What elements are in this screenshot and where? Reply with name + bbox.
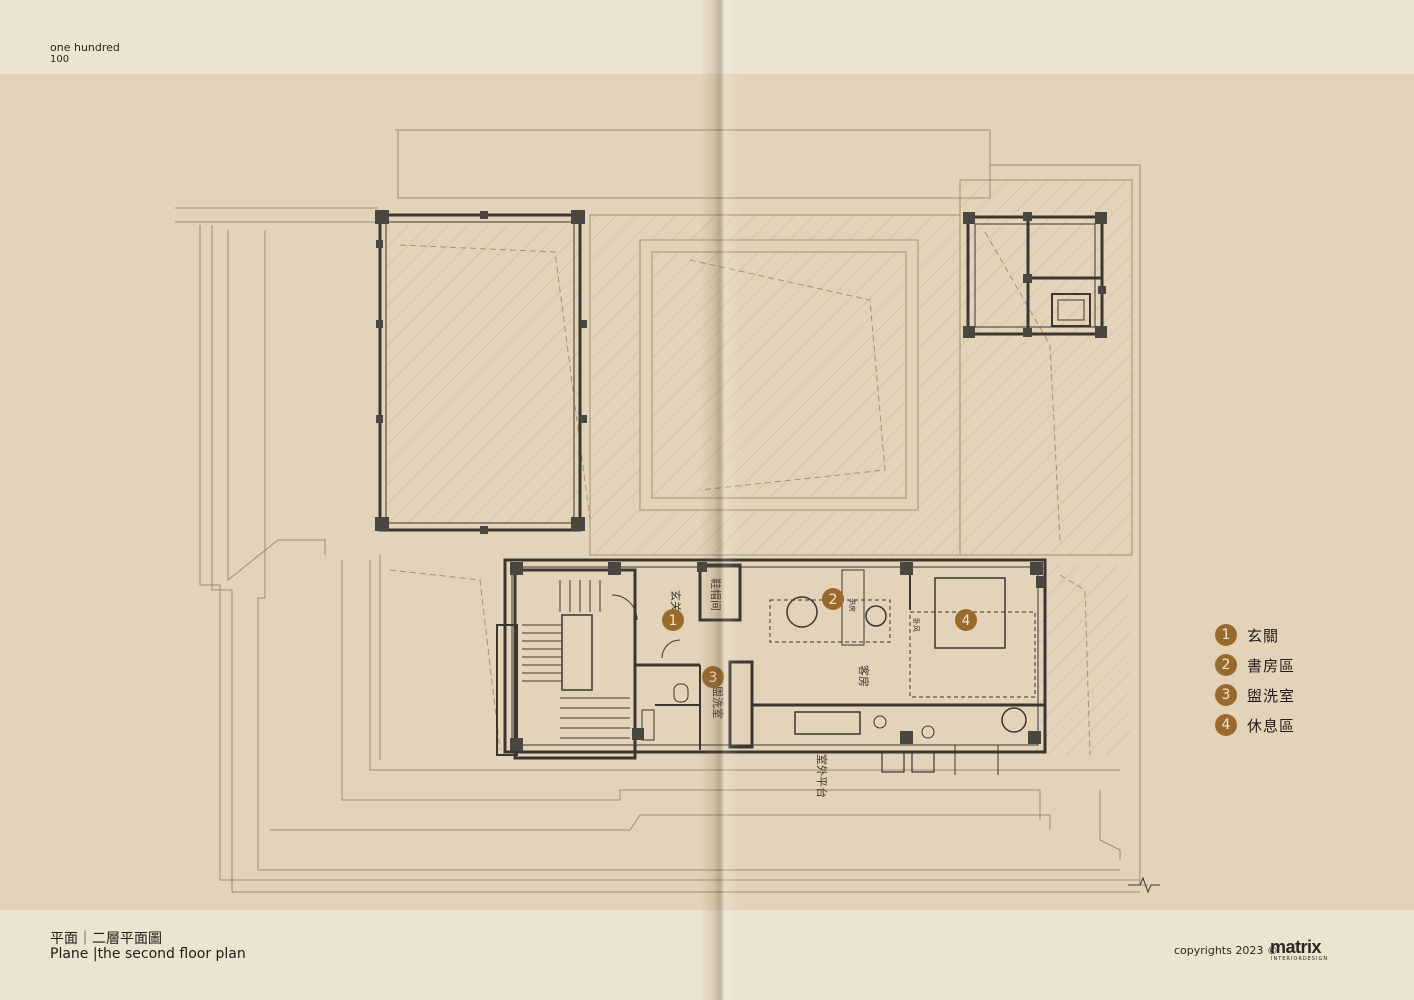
copyright-text: copyrights 2023 © xyxy=(1174,944,1278,957)
plan-badge-3 xyxy=(702,666,724,688)
plan-badge-2 xyxy=(822,588,844,610)
legend-label: 書房區 xyxy=(1247,656,1296,675)
label-terrace: 室外平台 xyxy=(815,754,829,798)
legend-item: 1 玄關 xyxy=(1215,620,1365,650)
legend-badge: 3 xyxy=(1215,684,1237,706)
legend-badge: 1 xyxy=(1215,624,1237,646)
plan-badge-1 xyxy=(662,609,684,631)
label-washroom: 盥洗室 xyxy=(711,686,725,719)
legend-badge: 2 xyxy=(1215,654,1237,676)
brand-logo: matrix xyxy=(1270,937,1322,957)
brand-subtitle: INTERIORDESIGN xyxy=(1271,956,1329,962)
page-number-word: one hundred xyxy=(50,41,120,54)
plan-badge-4 xyxy=(955,609,977,631)
legend-item: 4 休息區 xyxy=(1215,710,1365,740)
caption-chinese: 平面｜二層平面圖 xyxy=(50,931,162,947)
label-guest-room: 客房 xyxy=(857,665,871,687)
legend-label: 休息區 xyxy=(1247,716,1296,735)
label-shoe-room: 鞋帽间 xyxy=(709,578,723,611)
legend-item: 3 盥洗室 xyxy=(1215,680,1365,710)
legend-item: 2 書房區 xyxy=(1215,650,1365,680)
plan-badge-2-num: 2 xyxy=(829,592,838,608)
bottom-band xyxy=(0,910,1414,1000)
caption-english: Plane |the second floor plan xyxy=(50,946,246,962)
label-rest: 卧风 xyxy=(912,618,920,632)
legend: 1 玄關 2 書房區 3 盥洗室 4 休息區 xyxy=(1215,620,1365,740)
top-band xyxy=(0,0,1414,74)
plan-badge-4-num: 4 xyxy=(962,613,971,629)
label-study: 书房 xyxy=(848,598,857,612)
label-entry: 玄关 xyxy=(669,590,683,612)
legend-label: 盥洗室 xyxy=(1247,686,1296,705)
plan-badge-3-num: 3 xyxy=(709,670,718,686)
page-number: 100 xyxy=(50,54,70,65)
legend-label: 玄關 xyxy=(1247,626,1280,645)
legend-badge: 4 xyxy=(1215,714,1237,736)
plan-badge-1-num: 1 xyxy=(669,613,678,629)
